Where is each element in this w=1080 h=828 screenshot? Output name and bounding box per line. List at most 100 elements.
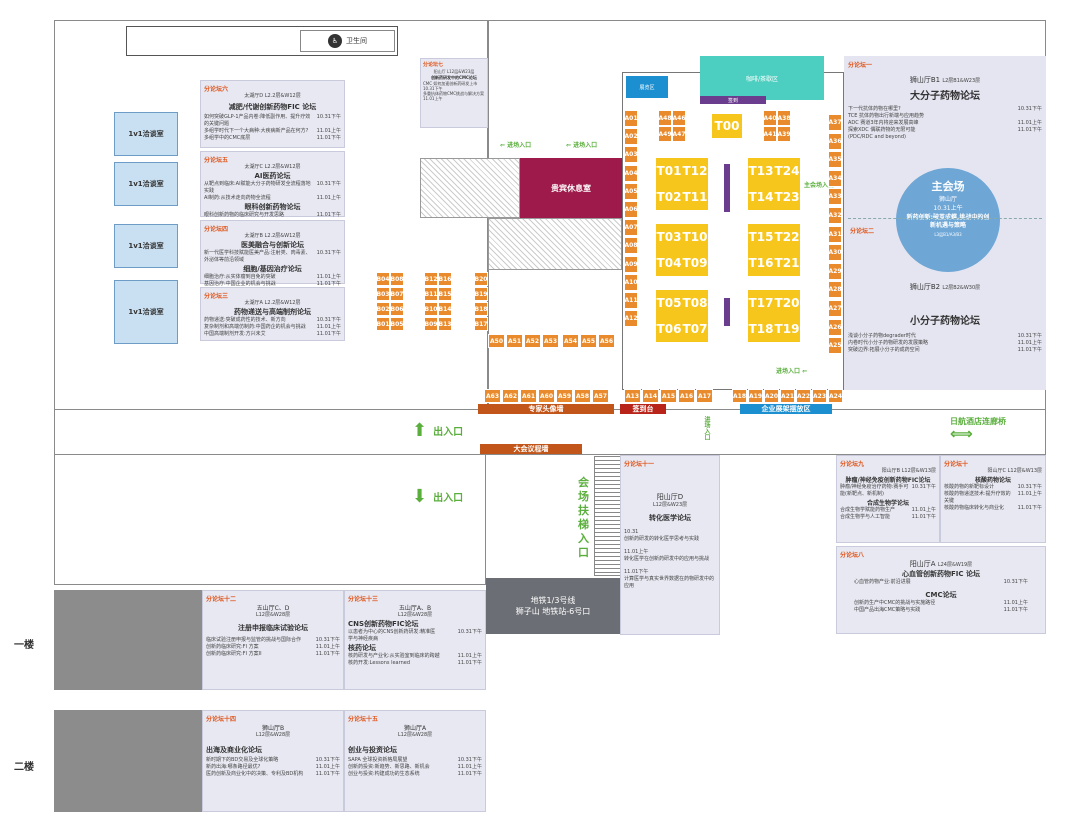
- booth-A22[interactable]: A22: [796, 389, 811, 403]
- booth-A46[interactable]: A46: [672, 110, 686, 126]
- booth-B07[interactable]: B07: [390, 287, 404, 301]
- table-T03[interactable]: T03: [656, 224, 682, 250]
- table-T21[interactable]: T21: [774, 250, 800, 276]
- booth-B14[interactable]: B14: [438, 302, 452, 316]
- booth-A25[interactable]: A25: [828, 337, 842, 355]
- table-T07[interactable]: T07: [682, 316, 708, 342]
- table-T15[interactable]: T15: [748, 224, 774, 250]
- booth-A62[interactable]: A62: [502, 389, 519, 403]
- booth-A34[interactable]: A34: [828, 169, 842, 187]
- forum5-box[interactable]: 分论坛五 太湖厅C L2.2层&W12层 AI医药论坛 从靶点到临床:AI赋能大…: [200, 151, 345, 218]
- booth-A32[interactable]: A32: [828, 207, 842, 224]
- booth-A52[interactable]: A52: [524, 334, 541, 348]
- booth-B05[interactable]: B05: [390, 317, 404, 331]
- booth-B20[interactable]: B20: [474, 272, 488, 286]
- booth-B15[interactable]: B15: [438, 287, 452, 301]
- forum6-box[interactable]: 分论坛六 太湖厅D L2.2层&W12层 减肥/代谢创新药物FIC 论坛 如何突…: [200, 80, 345, 148]
- booth-A48[interactable]: A48: [658, 110, 672, 126]
- booth-A63[interactable]: A63: [484, 389, 501, 403]
- booth-A17[interactable]: A17: [696, 389, 713, 403]
- booth-A35[interactable]: A35: [828, 151, 842, 169]
- booth-B17[interactable]: B17: [474, 317, 488, 331]
- booth-B12[interactable]: B12: [424, 272, 438, 286]
- booth-A10[interactable]: A10: [624, 273, 638, 291]
- booth-A04[interactable]: A04: [624, 164, 638, 182]
- booth-A54[interactable]: A54: [562, 334, 579, 348]
- one-on-one-room-4[interactable]: 1v1洽谈室: [114, 280, 178, 344]
- table-T04[interactable]: T04: [656, 250, 682, 276]
- booth-A02[interactable]: A02: [624, 128, 638, 146]
- booth-A49[interactable]: A49: [658, 126, 672, 142]
- forum7-box[interactable]: 分论坛七 阳山厅 L12层&W23层 创新药研发中的CMC论坛 CMC 如何加速…: [420, 58, 488, 128]
- table-T18[interactable]: T18: [748, 316, 774, 342]
- forum2-section[interactable]: 狮山厅B2 L2层B2&W30层 小分子药物论坛 浅谈小分子药物degrader…: [848, 282, 1042, 372]
- forum3-box[interactable]: 分论坛三 太湖厅A L2.2层&W12层 药物递送与高端制剂论坛 药物递送:突破…: [200, 287, 345, 341]
- booth-B06[interactable]: B06: [390, 302, 404, 316]
- table-T11[interactable]: T11: [682, 184, 708, 210]
- booth-A16[interactable]: A16: [678, 389, 695, 403]
- forum14-box[interactable]: 分论坛十四 狮山厅B L12层&W28层 出海及商业化论坛 新时期下的BD交易及…: [202, 710, 344, 812]
- booth-A15[interactable]: A15: [660, 389, 677, 403]
- booth-A59[interactable]: A59: [556, 389, 573, 403]
- table-T13[interactable]: T13: [748, 158, 774, 184]
- one-on-one-room-2[interactable]: 1v1洽谈室: [114, 162, 178, 206]
- booth-A27[interactable]: A27: [828, 300, 842, 317]
- booth-B08[interactable]: B08: [390, 272, 404, 286]
- booth-A07[interactable]: A07: [624, 219, 638, 237]
- booth-A57[interactable]: A57: [592, 389, 609, 403]
- table-T00[interactable]: T00: [712, 114, 742, 138]
- booth-A33[interactable]: A33: [828, 188, 842, 206]
- booth-B19[interactable]: B19: [474, 287, 488, 301]
- booth-A03[interactable]: A03: [624, 146, 638, 164]
- booth-A08[interactable]: A08: [624, 237, 638, 255]
- booth-A38[interactable]: A38: [777, 110, 791, 126]
- booth-A50[interactable]: A50: [488, 334, 505, 348]
- buffet-zone[interactable]: 咖啡/茶歇区: [700, 56, 824, 100]
- booth-B02[interactable]: B02: [376, 302, 390, 316]
- booth-A28[interactable]: A28: [828, 281, 842, 299]
- booth-A14[interactable]: A14: [642, 389, 659, 403]
- booth-A30[interactable]: A30: [828, 244, 842, 262]
- booth-B09[interactable]: B09: [424, 317, 438, 331]
- booth-A18[interactable]: A18: [732, 389, 747, 403]
- table-T14[interactable]: T14: [748, 184, 774, 210]
- table-T20[interactable]: T20: [774, 290, 800, 316]
- forum1-section[interactable]: 分论坛一 狮山厅B1 L2层B1&W23层 大分子药物论坛 下一代抗体药物在哪里…: [848, 60, 1042, 160]
- forum12-box[interactable]: 分论坛十二 五山厅C、D L12层&W28层 注册申报临床试验论坛 临床试验注册…: [202, 590, 344, 690]
- booth-A56[interactable]: A56: [598, 334, 615, 348]
- table-T09[interactable]: T09: [682, 250, 708, 276]
- booth-A36[interactable]: A36: [828, 132, 842, 150]
- booth-B10[interactable]: B10: [424, 302, 438, 316]
- booth-A12[interactable]: A12: [624, 310, 638, 328]
- booth-B03[interactable]: B03: [376, 287, 390, 301]
- booth-B16[interactable]: B16: [438, 272, 452, 286]
- table-T23[interactable]: T23: [774, 184, 800, 210]
- booth-B13[interactable]: B13: [438, 317, 452, 331]
- forum11-box[interactable]: 分论坛十一 阳山厅D L12层&W23层 转化医学论坛 10.31 创新药研发的…: [620, 455, 720, 635]
- table-T06[interactable]: T06: [656, 316, 682, 342]
- booth-A11[interactable]: A11: [624, 292, 638, 309]
- table-T24[interactable]: T24: [774, 158, 800, 184]
- booth-A41[interactable]: A41: [763, 126, 777, 142]
- table-T02[interactable]: T02: [656, 184, 682, 210]
- booth-A39[interactable]: A39: [777, 126, 791, 142]
- booth-B11[interactable]: B11: [424, 287, 438, 301]
- booth-A29[interactable]: A29: [828, 262, 842, 280]
- booth-A31[interactable]: A31: [828, 225, 842, 243]
- vip-room[interactable]: 贵宾休息室: [520, 158, 622, 218]
- booth-A06[interactable]: A06: [624, 201, 638, 218]
- table-T01[interactable]: T01: [656, 158, 682, 184]
- table-T10[interactable]: T10: [682, 224, 708, 250]
- booth-A05[interactable]: A05: [624, 182, 638, 200]
- booth-A47[interactable]: A47: [672, 126, 686, 142]
- booth-A26[interactable]: A26: [828, 318, 842, 336]
- main-hall-circle[interactable]: 主会场 狮山厅 10.31上午 新药创新:破茧成蝶,挑战中的创新机遇与策略 L3…: [896, 168, 1000, 272]
- booth-A51[interactable]: A51: [506, 334, 523, 348]
- booth-B04[interactable]: B04: [376, 272, 390, 286]
- forum15-box[interactable]: 分论坛十五 狮山厅A L12层&W28层 创业与投资论坛 SAPA 全球投资新格…: [344, 710, 486, 812]
- table-T05[interactable]: T05: [656, 290, 682, 316]
- booth-A37[interactable]: A37: [828, 114, 842, 131]
- booth-A13[interactable]: A13: [624, 389, 641, 403]
- forum13-box[interactable]: 分论坛十三 五山厅A、B L12层&W28层 CNS创新药物FIC论坛 以患者为…: [344, 590, 486, 690]
